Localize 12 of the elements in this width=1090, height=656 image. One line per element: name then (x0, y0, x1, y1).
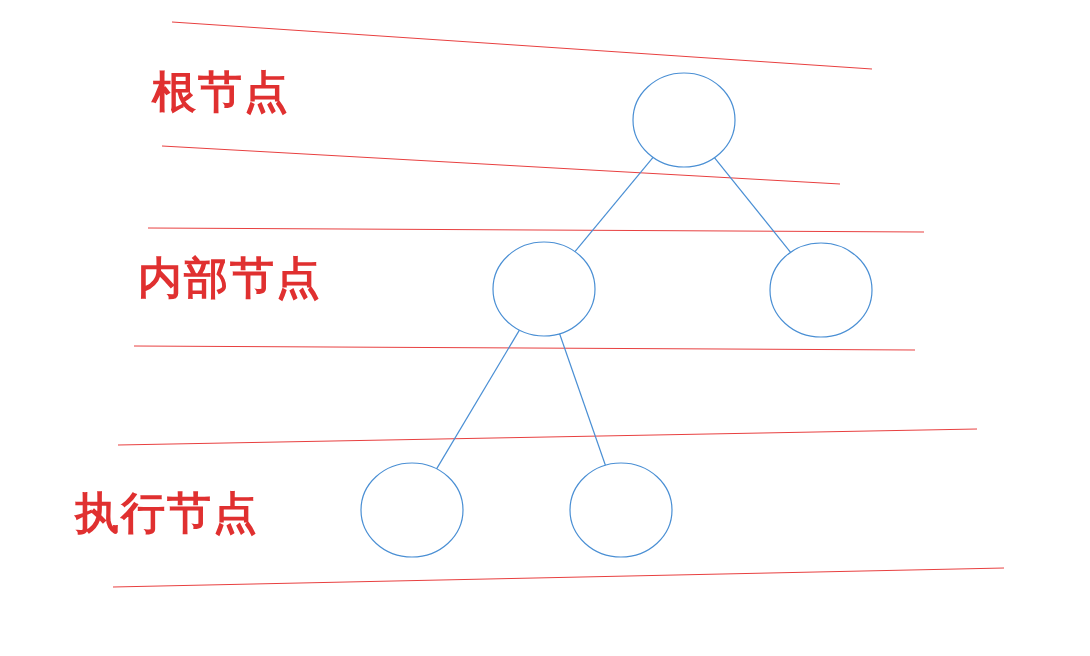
connector-line (436, 329, 520, 470)
connector-line (713, 157, 792, 253)
circle-node (632, 72, 736, 168)
level-label: 执行节点 (75, 491, 259, 535)
level-label: 内部节点 (138, 256, 322, 300)
level-label: 根节点 (152, 70, 290, 114)
connector-line (559, 333, 606, 466)
circle-node (569, 462, 673, 558)
circle-node (360, 462, 464, 558)
connector-line (574, 156, 654, 253)
circle-node (769, 242, 873, 338)
circle-node (492, 241, 596, 337)
